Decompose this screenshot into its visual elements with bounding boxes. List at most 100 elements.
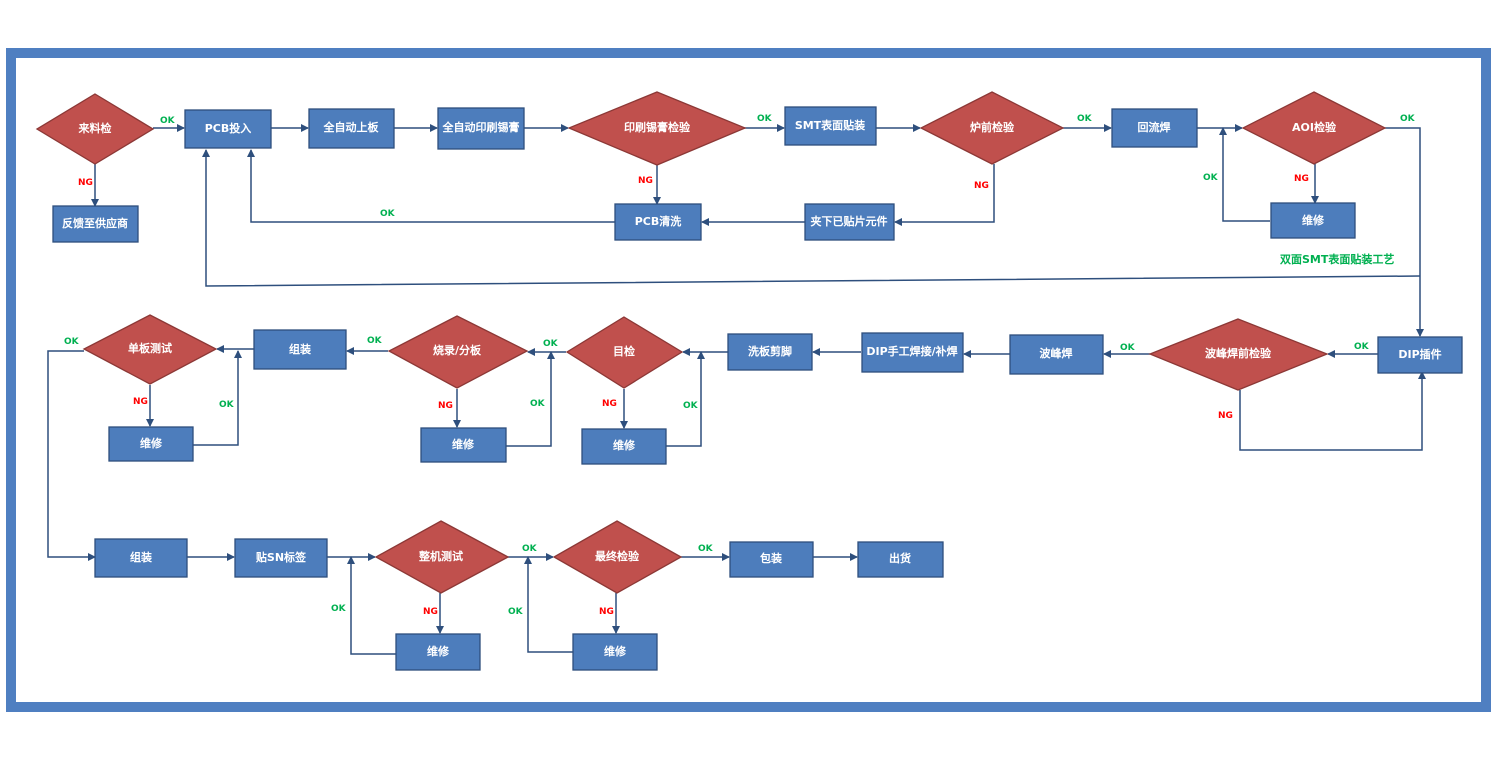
board-test-decision: 单板测试 xyxy=(82,314,218,385)
machine-test-decision: 整机测试 xyxy=(374,520,510,594)
connector xyxy=(894,164,995,226)
ok-label: OK xyxy=(757,114,773,124)
node-label: 全自动印刷锡膏 xyxy=(442,120,520,134)
ok-label: OK xyxy=(543,339,559,349)
node-label: 包装 xyxy=(759,551,782,565)
node-label: 反馈至供应商 xyxy=(62,216,128,230)
connectors xyxy=(47,124,1426,655)
ng-label: NG xyxy=(1294,174,1309,184)
auto-print-box: 全自动印刷锡膏 xyxy=(437,107,525,150)
branch-labels: OK NG OK NG OK OK NG OK NG OK 双面SMT表面贴装工… xyxy=(64,114,1416,617)
assembly-1-box: 组装 xyxy=(253,329,347,370)
node-label: 组装 xyxy=(130,550,152,564)
repair-final-box: 维修 xyxy=(572,633,658,671)
ok-label: OK xyxy=(1120,343,1136,353)
ok-label: OK xyxy=(1400,114,1416,124)
node-label: 贴SN标签 xyxy=(255,550,307,564)
repair-machine-box: 维修 xyxy=(395,633,481,671)
assembly-2-box: 组装 xyxy=(94,538,188,578)
ok-label: OK xyxy=(331,604,347,614)
node-label: DIP手工焊接/补焊 xyxy=(866,344,957,358)
node-label: AOI检验 xyxy=(1292,120,1337,134)
repair-burn-box: 维修 xyxy=(420,427,507,463)
connector xyxy=(1219,127,1270,222)
node-label: 维修 xyxy=(452,437,475,451)
connector xyxy=(47,350,96,561)
remove-parts-box: 夹下已贴片元件 xyxy=(804,203,895,241)
ng-label: NG xyxy=(599,607,614,617)
incoming-check-decision: 来料检 xyxy=(35,93,155,165)
node-label: 波峰焊前检验 xyxy=(1205,346,1272,360)
node-label: 维修 xyxy=(427,644,450,658)
connector xyxy=(347,556,396,655)
final-check-decision: 最终检验 xyxy=(552,520,683,594)
aoi-check-decision: AOI检验 xyxy=(1241,91,1387,165)
ok-label: OK xyxy=(522,544,538,554)
node-label: 回流焊 xyxy=(1138,120,1171,134)
smt-mount-box: SMT表面贴装 xyxy=(784,106,877,146)
connector xyxy=(1385,127,1424,337)
ok-label: OK xyxy=(1203,173,1219,183)
node-label: 夹下已贴片元件 xyxy=(811,214,888,228)
node-label: 单板测试 xyxy=(128,341,172,355)
double-sided-note: 双面SMT表面贴装工艺 xyxy=(1280,252,1394,266)
node-label: 目检 xyxy=(613,344,635,358)
ok-label: OK xyxy=(1354,342,1370,352)
shipping-box: 出货 xyxy=(857,541,944,578)
connector xyxy=(202,149,1421,287)
print-check-decision: 印刷锡膏检验 xyxy=(567,91,747,166)
repair-board-box: 维修 xyxy=(108,426,194,462)
connector xyxy=(524,556,573,653)
node-label: 洗板剪脚 xyxy=(748,344,792,358)
node-label: 全自动上板 xyxy=(323,120,380,134)
ng-label: NG xyxy=(602,399,617,409)
ok-label: OK xyxy=(683,401,699,411)
visual-check-decision: 目检 xyxy=(565,316,684,389)
pcb-clean-box: PCB清洗 xyxy=(614,203,702,241)
node-label: DIP插件 xyxy=(1398,347,1441,361)
burn-split-decision: 烧录/分板 xyxy=(387,315,529,389)
repair-visual-box: 维修 xyxy=(581,428,667,465)
packing-box: 包装 xyxy=(729,541,814,578)
ok-label: OK xyxy=(1077,114,1093,124)
dip-insert-box: DIP插件 xyxy=(1377,336,1463,374)
connector xyxy=(247,149,615,223)
auto-loading-box: 全自动上板 xyxy=(308,108,395,149)
ng-label: NG xyxy=(78,178,93,188)
ok-label: OK xyxy=(380,209,396,219)
ng-label: NG xyxy=(133,397,148,407)
node-label: 印刷锡膏检验 xyxy=(624,120,691,134)
ok-label: OK xyxy=(219,400,235,410)
pcb-input-box: PCB投入 xyxy=(184,109,272,149)
ok-label: OK xyxy=(367,336,383,346)
connector xyxy=(506,351,555,447)
connector xyxy=(193,350,242,446)
node-label: 组装 xyxy=(289,342,311,356)
ok-label: OK xyxy=(698,544,714,554)
node-label: 维修 xyxy=(1302,213,1325,227)
pre-wave-check-decision: 波峰焊前检验 xyxy=(1148,318,1329,391)
ok-label: OK xyxy=(530,399,546,409)
ok-label: OK xyxy=(64,337,80,347)
ng-label: NG xyxy=(423,607,438,617)
ok-label: OK xyxy=(508,607,524,617)
ng-label: NG xyxy=(638,176,653,186)
node-label: 维修 xyxy=(613,438,636,452)
wave-solder-box: 波峰焊 xyxy=(1009,334,1104,375)
ok-label: OK xyxy=(160,116,176,126)
node-label: 炉前检验 xyxy=(970,120,1015,134)
node-label: 整机测试 xyxy=(418,549,463,563)
wash-trim-box: 洗板剪脚 xyxy=(727,333,813,371)
node-label: PCB清洗 xyxy=(635,214,682,228)
connector xyxy=(1239,371,1426,451)
node-label: 出货 xyxy=(889,551,911,565)
reflow-box: 回流焊 xyxy=(1111,108,1198,148)
node-label: 维修 xyxy=(604,644,627,658)
node-label: 波峰焊 xyxy=(1040,346,1073,360)
feedback-supplier-box: 反馈至供应商 xyxy=(52,205,139,243)
connector xyxy=(666,351,705,447)
ng-label: NG xyxy=(974,181,989,191)
sn-label-box: 贴SN标签 xyxy=(234,538,328,578)
repair-aoi-box: 维修 xyxy=(1270,202,1356,239)
